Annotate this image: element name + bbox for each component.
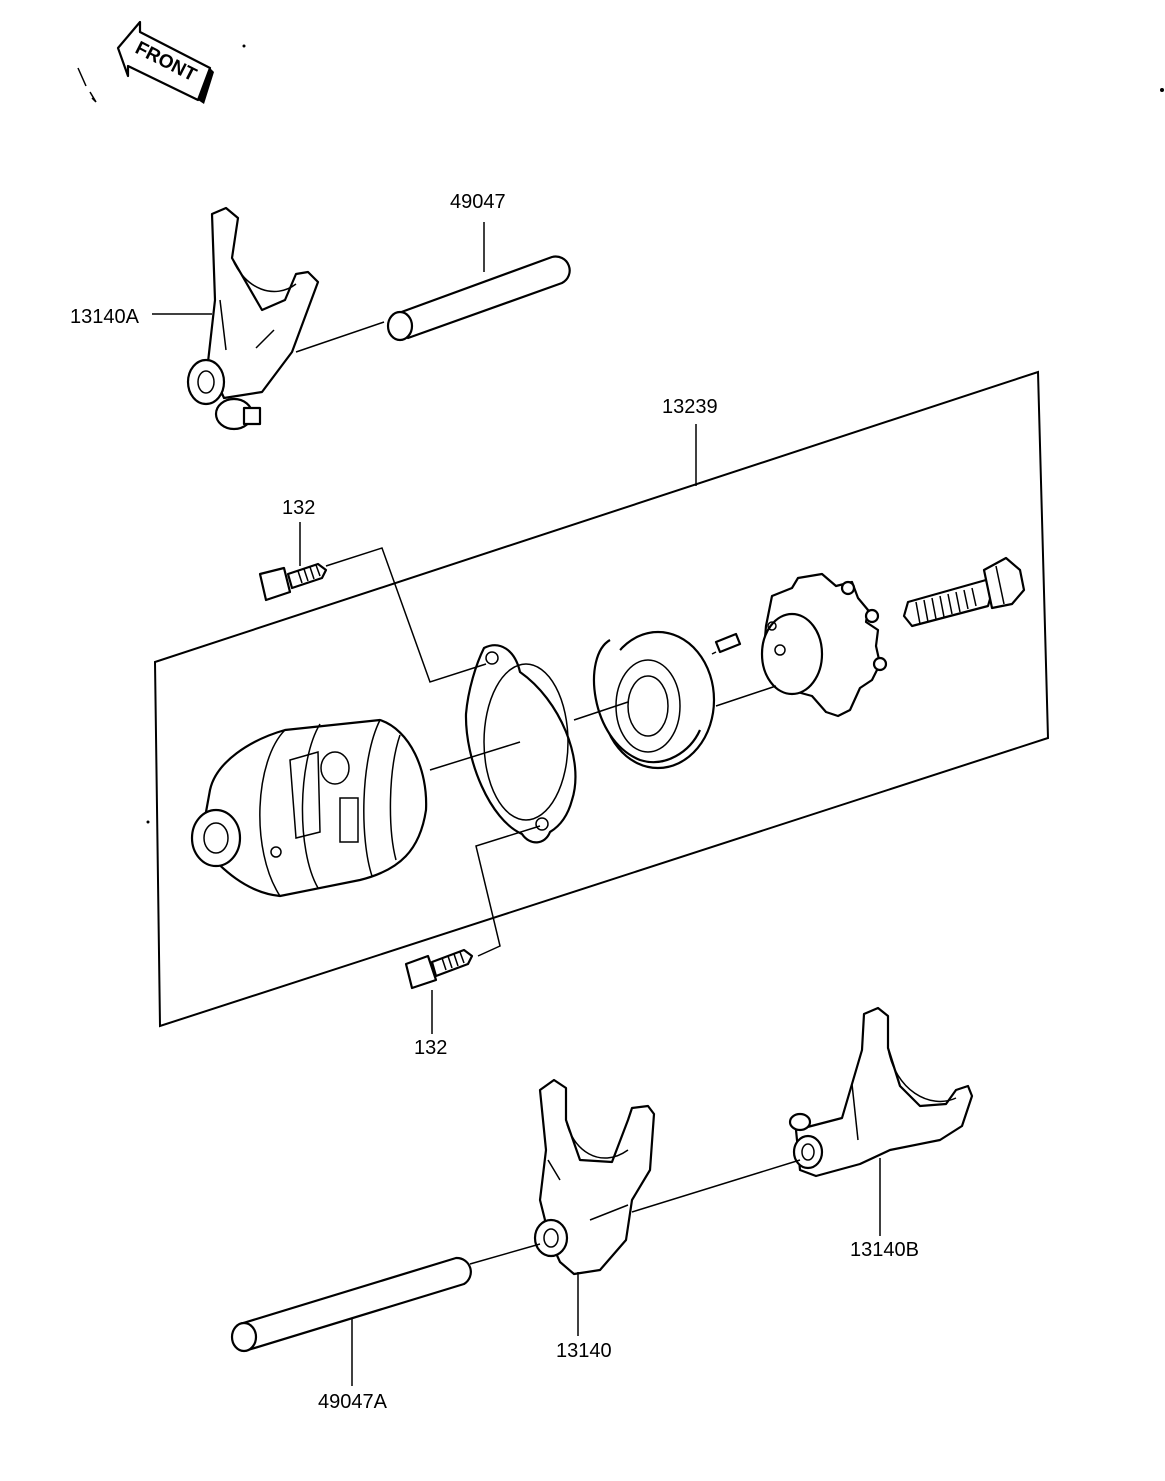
ball-bearing (592, 630, 716, 770)
label-bolt-lower: 132 (414, 1037, 447, 1059)
scan-speck (146, 820, 150, 824)
bolt-132-upper (258, 562, 328, 602)
label-bolt-upper: 132 (282, 497, 315, 519)
label-fork-right: 13140B (850, 1239, 919, 1261)
bolt-132-lower (404, 948, 474, 990)
label-shaft-bottom: 49047A (318, 1391, 388, 1413)
dowel-pin (714, 632, 742, 654)
label-drum-assy: 13239 (662, 396, 718, 418)
shift-fork-13140a (186, 206, 320, 431)
label-fork-top: 13140A (70, 306, 140, 328)
label-fork-center: 13140 (556, 1340, 612, 1362)
scan-speck (1160, 88, 1164, 92)
shift-drum-cam (760, 572, 888, 718)
leader-lines (152, 222, 881, 1386)
shift-drum (190, 718, 428, 898)
front-arrow-icon: FRONT (77, 20, 214, 104)
cam-bolt (902, 556, 1026, 628)
assembly-frame (153, 370, 1050, 1028)
shift-fork-13140 (533, 1078, 656, 1276)
drum-holder-plate (464, 644, 577, 844)
shift-rod-49047 (386, 255, 571, 342)
scan-speck (242, 44, 246, 48)
shift-fork-13140b (788, 1006, 974, 1178)
label-shaft-top: 49047 (450, 191, 506, 213)
shift-rod-49047a (230, 1256, 472, 1353)
